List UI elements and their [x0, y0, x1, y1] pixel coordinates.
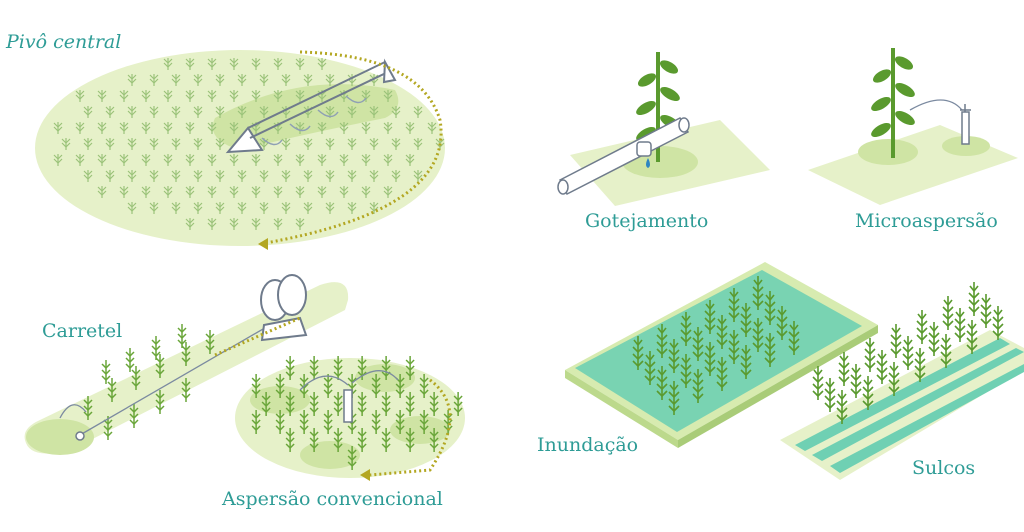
microsprinkler-illustration: [808, 46, 1018, 205]
hose-reel-icon: [260, 274, 308, 342]
drip-illustration: [557, 50, 770, 206]
flood-illustration: [565, 262, 878, 448]
label-gotejamento: Gotejamento: [585, 210, 709, 232]
crop-plant: [101, 359, 111, 385]
crop-plant: [916, 309, 928, 345]
center-pivot-illustration: [35, 50, 445, 250]
label-pivo-central: Pivô central: [6, 31, 122, 53]
crop-plant: [980, 293, 992, 329]
center-pivot-icon: [225, 58, 397, 154]
label-carretel: Carretel: [42, 320, 123, 342]
crop-plant: [850, 363, 862, 399]
label-aspersao-convencional: Aspersão convencional: [222, 488, 443, 510]
label-sulcos: Sulcos: [912, 457, 976, 479]
crop-plant: [125, 347, 135, 373]
crop-plant: [928, 321, 940, 357]
crop-plant: [902, 335, 914, 371]
micro-sprinkler-icon: [960, 104, 971, 145]
crop-plant: [824, 377, 836, 413]
conventional-sprinkler-illustration: [235, 355, 465, 481]
furrow-illustration: [780, 281, 1024, 480]
crop-plant: [864, 337, 876, 373]
crop-plant: [954, 307, 966, 343]
flooded-field-icon: [575, 270, 862, 432]
label-inundacao: Inundação: [537, 434, 639, 456]
crop-plant: [890, 323, 902, 359]
crop-plant: [942, 295, 954, 331]
label-microaspersao: Microaspersão: [855, 210, 998, 232]
crop-plant: [876, 349, 888, 385]
crop-plant: [177, 323, 187, 349]
crop-plant: [812, 365, 824, 401]
sprinkler-icon: [343, 389, 353, 423]
drip-pipe-icon: [557, 117, 690, 196]
crop-plant: [151, 335, 161, 361]
crop-plant: [838, 351, 850, 387]
crop-plant: [968, 281, 980, 317]
hose-reel-illustration: [24, 274, 349, 455]
furrow-icon: [830, 364, 1024, 473]
